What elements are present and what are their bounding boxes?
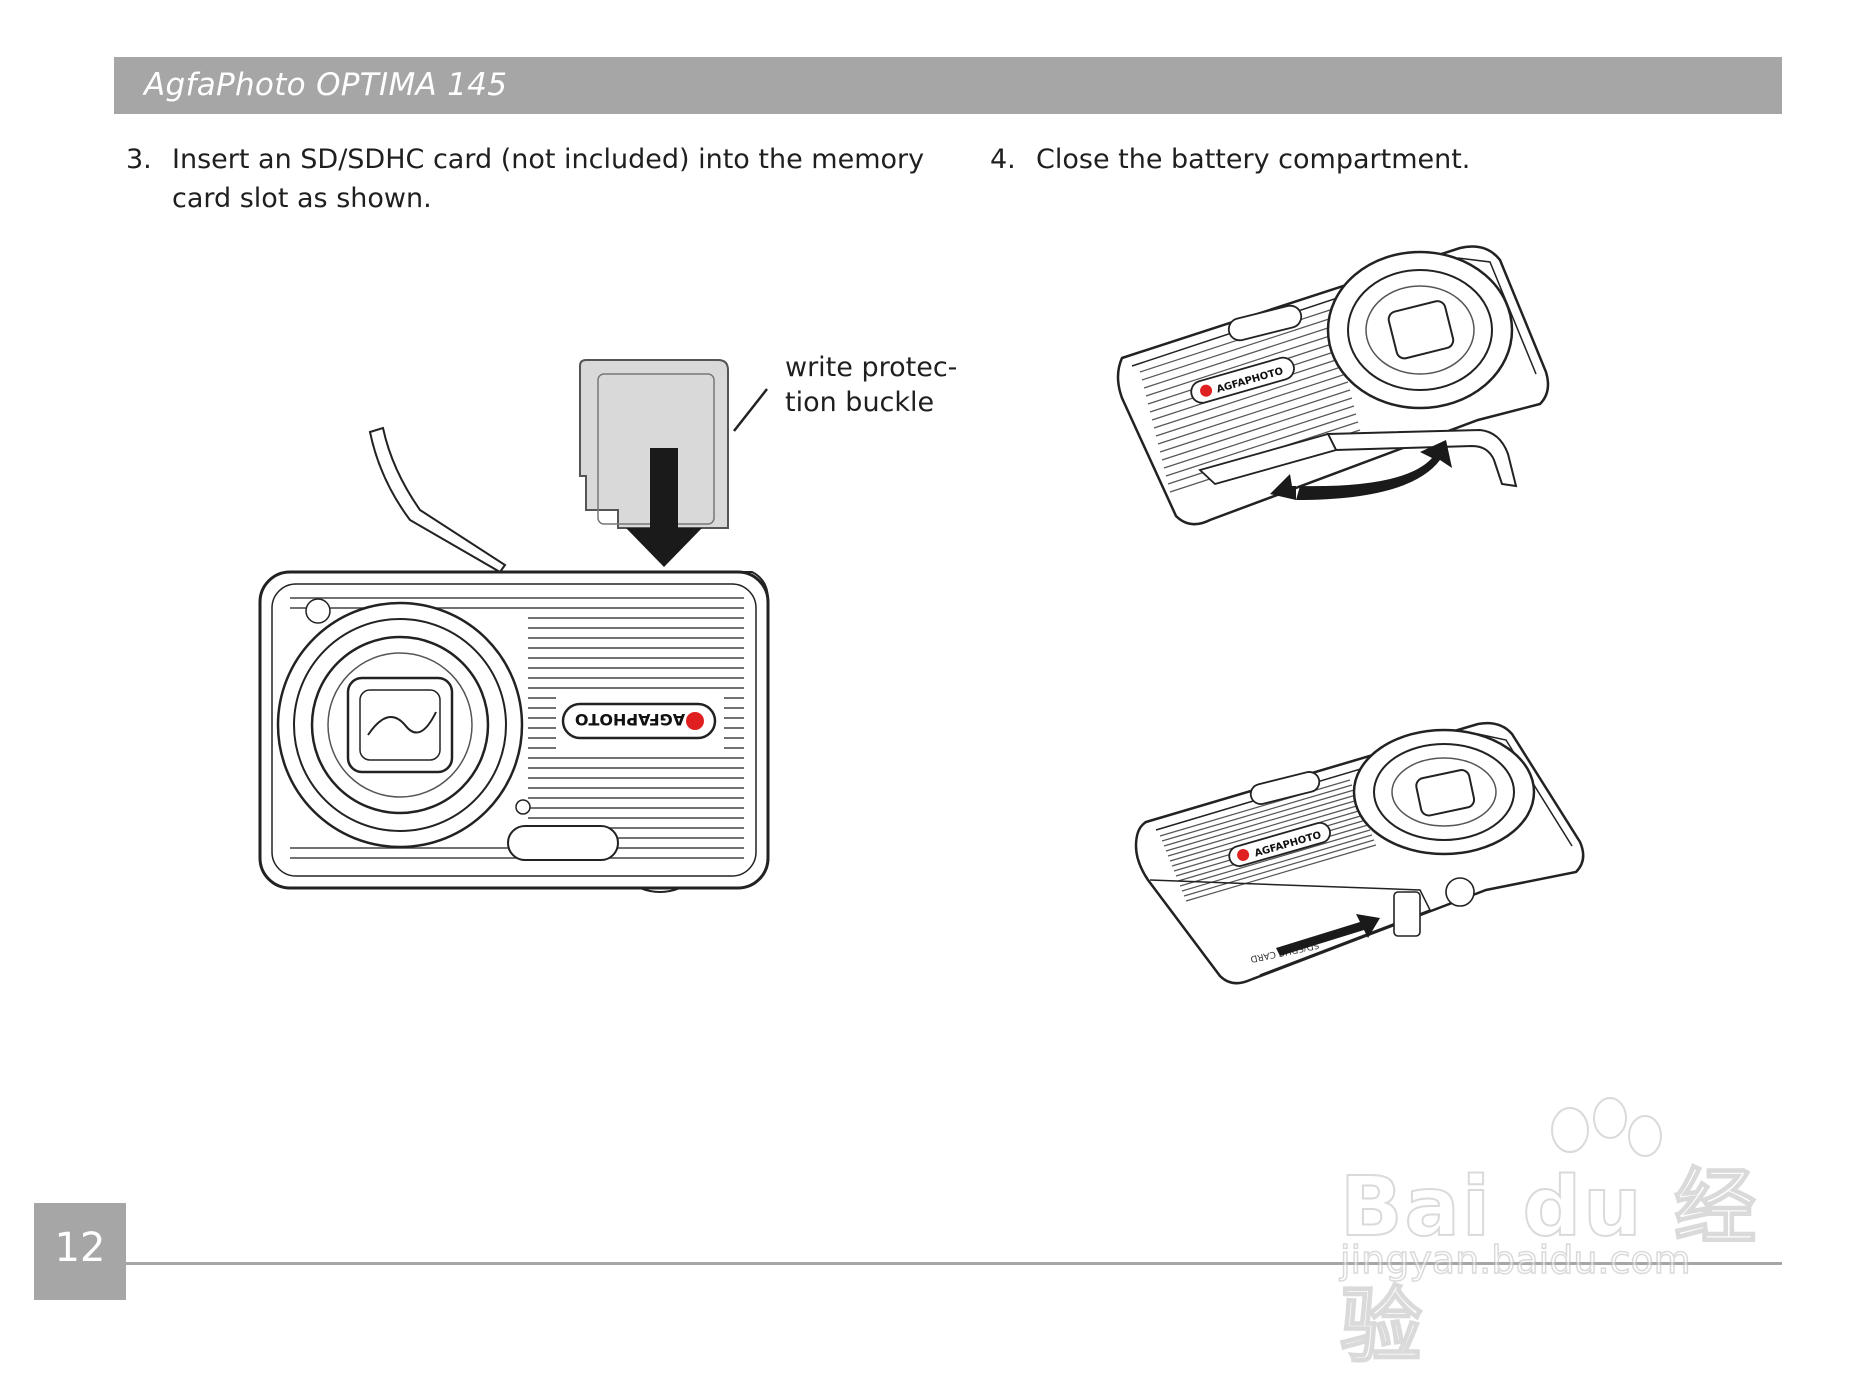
step-4: 4. Close the battery compartment.	[990, 140, 1590, 180]
watermark-line-2: jingyan.baidu.com	[1339, 1237, 1691, 1283]
battery-door-flap	[368, 426, 507, 574]
write-protection-callout: write protec- tion buckle	[785, 350, 957, 420]
close-door-arrow-icon	[1296, 440, 1452, 500]
step-3-text: Insert an SD/SDHC card (not included) in…	[172, 140, 924, 218]
camera-body-front: AGFAPHOTO	[258, 570, 770, 893]
camera-closed-door: AGFAPHOTO SD/SDHC CARD	[1134, 721, 1585, 985]
step-3-number: 3.	[126, 144, 152, 175]
callout-line-2: tion buckle	[785, 387, 935, 418]
step-3-line-1: Insert an SD/SDHC card (not included) in…	[172, 144, 925, 175]
brand-label-front: AGFAPHOTO	[575, 710, 685, 729]
manual-title: AgfaPhoto OPTIMA 145	[144, 67, 508, 103]
footer-rule	[126, 1262, 1782, 1265]
insert-arrow-icon	[626, 448, 702, 567]
baidu-watermark: Bai du 经验 jingyan.baidu.com	[1339, 1090, 1780, 1375]
step-4-number: 4.	[990, 144, 1016, 175]
callout-line-1: write protec-	[785, 352, 958, 383]
camera-open-door: AGFAPHOTO	[1116, 245, 1550, 526]
watermark-line-1: Bai du 经验	[1339, 1159, 1759, 1375]
slide-door-arrow-icon	[1276, 914, 1380, 956]
step-4-text: Close the battery compartment.	[1036, 144, 1471, 175]
header-bar: AgfaPhoto OPTIMA 145	[114, 57, 1782, 114]
brand-dot-icon	[686, 712, 704, 730]
step-3: 3. Insert an SD/SDHC card (not included)…	[126, 140, 926, 220]
paw-logo-icon	[1551, 1097, 1662, 1157]
sd-card	[579, 359, 729, 529]
step-3-line-2: card slot as shown.	[172, 183, 432, 214]
callout-leader-line	[733, 388, 768, 432]
page-number-box: 12	[34, 1203, 126, 1300]
page-number: 12	[54, 1225, 106, 1271]
